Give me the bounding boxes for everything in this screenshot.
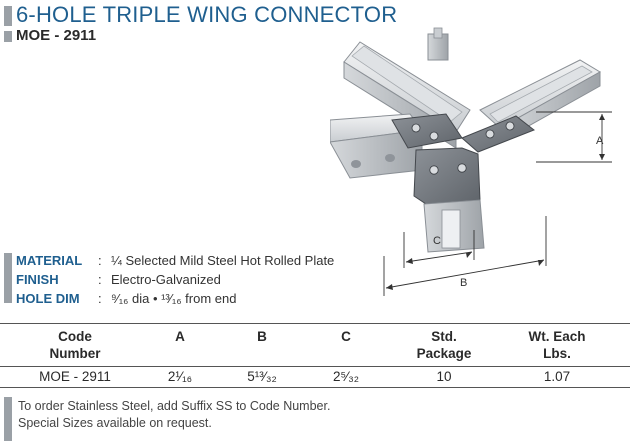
- wing-plates: [391, 113, 535, 153]
- table-header: Code Number A B C Std. Package Wt. Each …: [0, 323, 630, 367]
- dim-b-label: B: [460, 277, 467, 289]
- header-code-number: Code Number: [20, 328, 130, 362]
- cell-code-number: MOE - 2911: [39, 369, 111, 384]
- header-std-package: Std. Package: [394, 328, 494, 362]
- spec-label: MATERIAL: [16, 253, 83, 268]
- part-number: MOE - 2911: [16, 27, 97, 44]
- note-stainless: To order Stainless Steel, add Suffix SS …: [18, 399, 331, 413]
- cell-c: 2⁵⁄₃₂: [332, 369, 360, 384]
- title-accent-bar: [4, 6, 12, 26]
- spec-value: ¼ Selected Mild Steel Hot Rolled Plate: [111, 253, 335, 268]
- cell-a: 2¹⁄₁₆: [167, 369, 193, 384]
- header-line: Lbs.: [543, 346, 571, 361]
- header-line: Number: [49, 346, 101, 361]
- header-c: C: [306, 328, 386, 345]
- spec-colon: :: [98, 253, 102, 268]
- header-line: A: [175, 329, 185, 344]
- header-line: B: [257, 329, 267, 344]
- dimension-c: [403, 230, 475, 268]
- channel-top: [427, 27, 449, 61]
- dim-c-label: C: [433, 235, 441, 247]
- vertical-plate: [413, 147, 481, 205]
- spec-accent-bar: [4, 253, 12, 303]
- header-line: Std.: [431, 329, 457, 344]
- connector-illustration: A C B: [329, 20, 630, 300]
- dimension-a: [536, 111, 612, 163]
- header-a: A: [140, 328, 220, 345]
- connector-drawing: A C B: [329, 27, 612, 296]
- spec-colon: :: [98, 272, 102, 287]
- page-title: 6-HOLE TRIPLE WING CONNECTOR: [16, 2, 398, 27]
- spec-colon: :: [98, 291, 102, 306]
- cell-std-package: 10: [436, 369, 452, 384]
- spec-label: FINISH: [16, 272, 59, 287]
- header-line: Package: [416, 346, 472, 361]
- spec-label: HOLE DIM: [16, 291, 80, 306]
- cell-b: 5¹³⁄₃₂: [247, 369, 277, 384]
- table-row: MOE - 2911 2¹⁄₁₆ 5¹³⁄₃₂ 2⁵⁄₃₂ 10 1.07: [0, 367, 630, 388]
- subtitle-accent-bar: [4, 31, 12, 42]
- spec-value: Electro-Galvanized: [111, 272, 221, 287]
- note-special-sizes: Special Sizes available on request.: [18, 416, 212, 430]
- header-line: Wt. Each: [528, 329, 586, 344]
- header-weight: Wt. Each Lbs.: [502, 328, 612, 362]
- dim-a-label: A: [596, 135, 604, 147]
- channel-bottom: [423, 199, 485, 253]
- header-b: B: [222, 328, 302, 345]
- spec-value: ⁹⁄₁₆ dia • ¹³⁄₁₆ from end: [111, 291, 237, 306]
- header-line: Code: [58, 329, 92, 344]
- cell-weight: 1.07: [543, 369, 571, 384]
- note-accent-bar: [4, 397, 12, 441]
- header-line: C: [341, 329, 351, 344]
- dimension-b: [383, 216, 547, 296]
